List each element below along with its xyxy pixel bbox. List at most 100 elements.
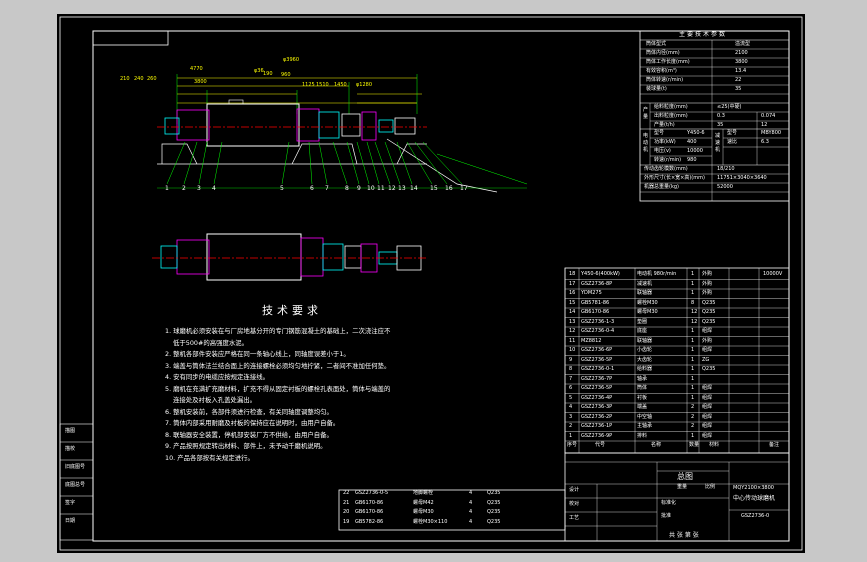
bom-low-qty: 4 [469,499,473,506]
plan-view [152,233,427,281]
bom-no: 4 [569,404,573,410]
spec-value: 2100 [735,50,748,56]
dimension-label: 1450 [334,82,347,88]
bom-no: 14 [569,309,576,315]
part-number: 13 [398,185,406,192]
spec-value: 0.074 [761,113,776,119]
bom-name: 小齿轮 [637,347,653,353]
requirement-line: 7. 筒体内部采用耐磨及衬板的保持应在说明时，由用户自备。 [165,419,340,427]
bom-mat: 组焊 [702,413,713,420]
dimension-label: φ36 [254,68,264,74]
spec-value: 400 [687,139,697,145]
bom-code: GSZ2736-5P [581,385,613,391]
bom-low-no: 20 [343,509,350,515]
dimension-label: 960 [281,72,291,78]
side-label: 底图总号 [65,482,86,488]
spec-value: 10000 [687,148,703,154]
bom-name: 轴承 [637,375,648,382]
bom-qty: 12 [691,318,698,325]
part-number: 8 [345,185,349,192]
part-number: 15 [430,185,438,192]
bom-code: GSZ2736-1-3 [581,318,615,325]
bom-mat: 组焊 [702,347,713,353]
bom-qty: 1 [691,328,695,334]
part-number: 6 [310,185,314,192]
bom-code: YDM275 [581,290,602,296]
side-label: 描校 [65,446,76,452]
dimension-label: 210 [120,76,130,82]
spec-param: 外形尺寸(长×宽×高)(mm) [644,175,705,181]
bom-no: 12 [569,328,576,334]
bom-header-cell: 序号 [567,442,578,448]
title-block-weight: 重量 [677,484,688,490]
requirement-line: 5. 磨机在充满扩充磨材料，扩充不得从固定衬板的螺栓孔表面处，筒体与端盖的 [165,384,391,393]
bom-mat: ZG [702,356,710,363]
bom-low-name: 螺母M42 [413,499,434,506]
spec-value: ≤25(中硬) [717,104,742,110]
spec-value: Y450-6 [687,130,705,136]
spec-param: 转速(r/min) [654,157,682,163]
spec-value: 13.4 [735,68,747,74]
bom-code: GSZ2736-1P [581,423,613,429]
spec-value: 11751×3040×3640 [717,175,767,181]
part-number: 7 [325,185,329,192]
bom-qty: 2 [691,404,695,410]
bom-header-cell: 备注 [769,442,780,448]
part-number: 17 [460,185,468,192]
side-label: 描图 [65,428,76,434]
bom-name: 联轴器 [637,290,653,296]
bom-name: 底座 [637,328,648,334]
bom-no: 8 [569,366,573,372]
outer-border [59,16,803,551]
title-block-sheets: 共 张 第 张 [669,532,699,539]
part-number: 2 [182,185,186,192]
spec-group-label: 减速机 [715,133,721,153]
bom-qty: 12 [691,309,698,315]
bom-low-mat: Q235 [487,518,501,525]
bom-name: 给料器 [637,366,653,372]
spec-param: 传动齿轮模数(mm) [644,166,688,172]
bom-qty: 1 [691,385,695,391]
part-number: 16 [445,185,453,192]
bom-no: 3 [569,413,573,420]
bom-name: 螺栓M30 [637,299,658,306]
bom-low-code: GB5782-86 [355,518,384,525]
bom-name: 主轴承 [637,423,653,429]
spec-value: 980 [687,157,697,163]
bom-no: 10 [569,347,576,353]
bom-code: GSZ2736-0-1 [581,366,615,372]
bom-code: GSZ2736-7P [581,375,613,382]
bom-mat: 组焊 [702,385,713,391]
title-block-standard: 标准化 [661,500,677,506]
dimension-label: 4770 [190,66,203,72]
bom-code: GSZ2736-6P [581,347,613,353]
bom-code: GSZ2736-8P [581,280,613,287]
bom-note: 10000V [763,271,783,277]
bom-low-code: GSZ2736-0-5 [355,490,389,496]
bom-no: 5 [569,394,573,401]
bom-mat: Q235 [702,366,716,372]
bom-qty: 1 [691,337,695,344]
bom-no: 15 [569,299,576,306]
spec-value: 12 [761,122,768,128]
bom-mat: 外购 [702,290,713,296]
spec-param: 型号 [727,130,738,136]
bom-header-cell: 数量 [689,442,700,448]
bom-code: GSZ2736-5P [581,356,613,363]
spec-param: 筒体工作长度(mm) [646,59,690,65]
spec-param: 机器总重量(kg) [644,184,679,190]
bom-no: 6 [569,385,573,391]
bom-no: 18 [569,271,576,277]
side-label: 签字 [65,500,76,506]
title-block-designer: 设计 [569,487,580,493]
bom-low-qty: 4 [469,509,473,515]
side-strip [59,423,94,541]
bom-code: GSZ2736-0-4 [581,328,615,334]
bom-mat: 组焊 [702,404,713,410]
spec-param: 有效容积(m³) [646,68,677,74]
bom-frame [564,267,790,454]
bom-qty: 2 [691,423,695,429]
bom-mat: 组焊 [702,432,713,439]
bom-name: 螺母M30 [637,309,658,315]
part-number: 3 [197,185,201,192]
